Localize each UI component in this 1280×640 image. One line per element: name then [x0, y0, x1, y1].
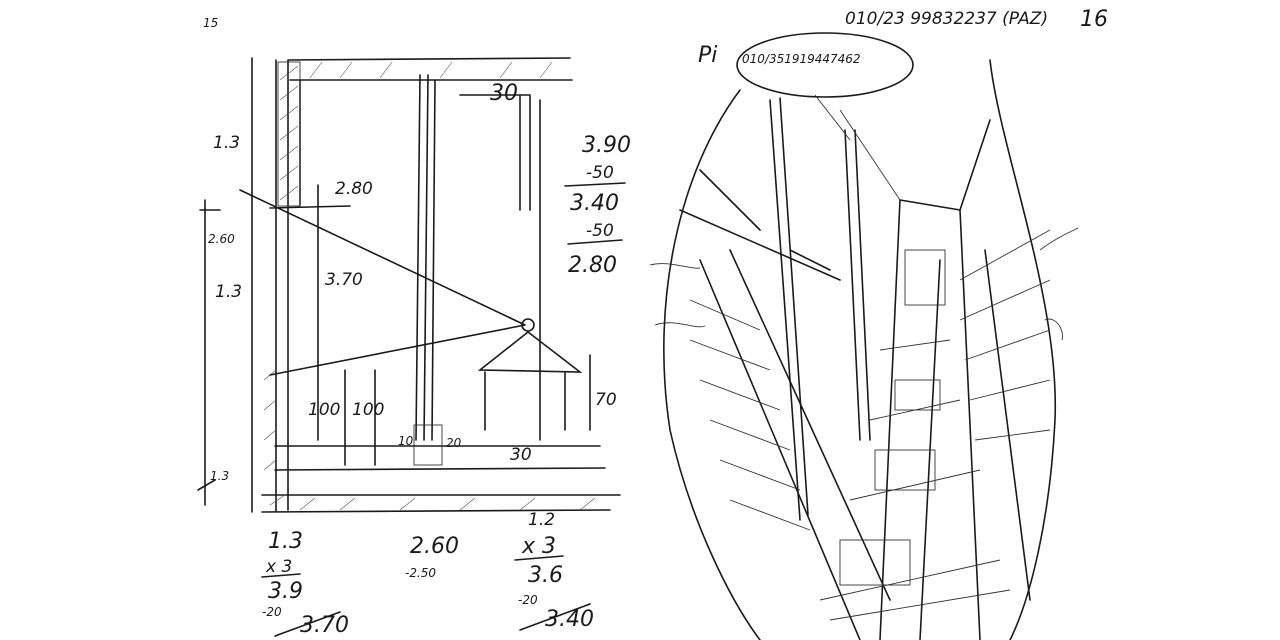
- perspective-sketch: 010/23 99832237 (PAZ) 16 Pi 010/35191944…: [649, 7, 1108, 640]
- calc-right: 3.90 -50 3.40 -50 2.80: [564, 133, 631, 278]
- dim-left-bottom: 1.3: [210, 469, 229, 483]
- calc-line: -50: [586, 163, 614, 183]
- calc-line: -20: [262, 605, 282, 619]
- dim-left-mid: 1.3: [215, 282, 242, 302]
- dim-sill-b: 100: [352, 400, 384, 420]
- calc-line: 2.60: [410, 534, 459, 559]
- calc-line: -2.50: [405, 566, 436, 580]
- phone-number-top: 010/23 99832237 (PAZ): [845, 9, 1048, 29]
- dim-height-full: 3.70: [325, 270, 363, 290]
- calc-line: -50: [586, 221, 614, 241]
- calc-line: 2.80: [568, 253, 617, 278]
- calc-line: 3.70: [300, 613, 349, 638]
- calc-line: 3.40: [570, 191, 619, 216]
- circled-note: [736, 32, 914, 98]
- dim-post: 10: [398, 434, 414, 448]
- dim-left-top: 1.3: [213, 133, 240, 153]
- dim-table-height: 70: [595, 390, 617, 410]
- calc-line: x 3: [521, 534, 556, 559]
- name-label: Pi: [698, 43, 717, 68]
- calc-line: 3.40: [545, 607, 594, 632]
- dim-post-b: 20: [446, 436, 462, 450]
- calc-line: 1.3: [268, 529, 303, 554]
- dim-beam: 30: [490, 81, 518, 106]
- calc-line: 3.9: [268, 579, 303, 604]
- dim-sill-a: 100: [308, 400, 340, 420]
- dim-height-upper: 2.80: [335, 179, 373, 199]
- dim-floor: 30: [510, 445, 532, 465]
- page-number-left: 15: [203, 16, 218, 30]
- phone-number-circled: 010/351919447462: [742, 52, 861, 66]
- calc-bottom-mid: 2.60 -2.50: [405, 534, 459, 580]
- calc-line: 3.90: [582, 133, 631, 158]
- calc-line: x 3: [265, 557, 292, 577]
- calc-line: 3.6: [528, 563, 563, 588]
- page-number-right: 16: [1080, 7, 1108, 32]
- calc-bottom-right: 1.2 x 3 3.6 -20 3.40: [514, 510, 594, 632]
- calc-line: -20: [518, 593, 538, 607]
- dim-left-total: 2.60: [208, 232, 235, 246]
- calc-bottom-left: 1.3 x 3 3.9 -20 3.70: [261, 529, 349, 638]
- calc-line: 1.2: [528, 510, 555, 530]
- section-drawing: 15 30 1.3 2.60 1.3 1.3 2.80 3.70 100 100…: [197, 16, 631, 638]
